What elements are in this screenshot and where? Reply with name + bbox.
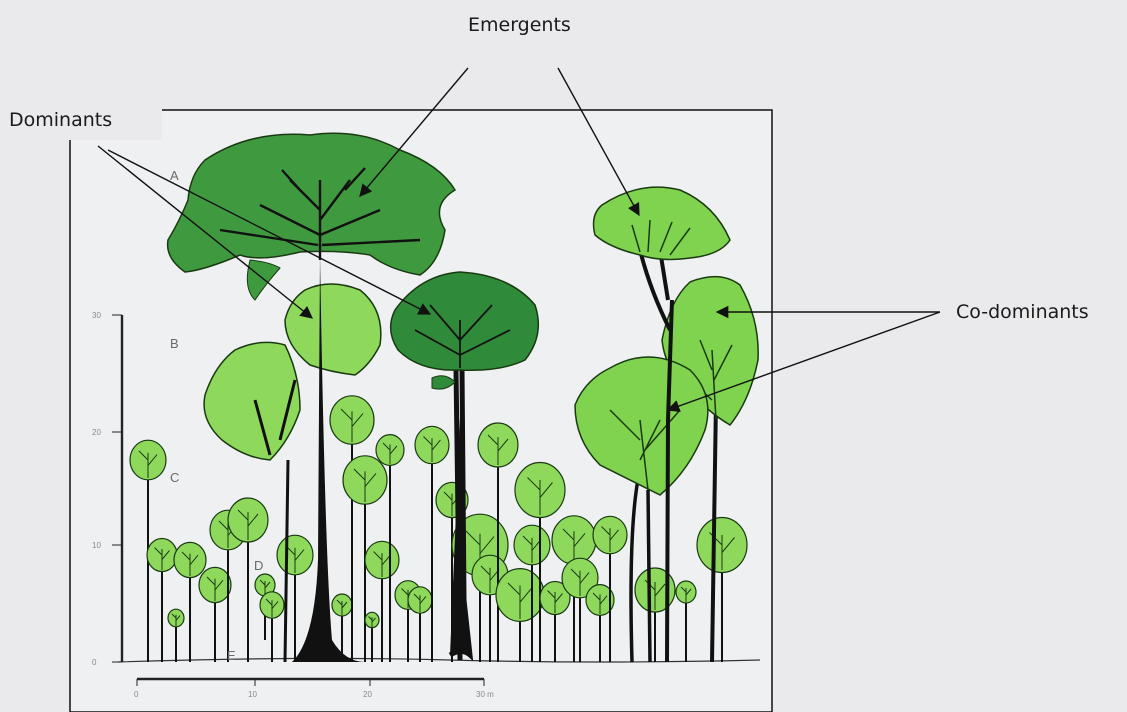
height-tick-10: 10 — [92, 541, 101, 550]
layer-label-c: C — [170, 470, 179, 485]
distance-tick-0: 0 — [134, 690, 139, 699]
distance-tick-30: 30 m — [476, 690, 494, 699]
layer-label-d: D — [254, 558, 263, 573]
layer-label-a: A — [170, 168, 179, 183]
dominants-label: Dominants — [9, 109, 112, 131]
height-tick-30: 30 — [92, 311, 101, 320]
height-tick-0: 0 — [92, 658, 97, 667]
layer-label-e: E — [227, 648, 236, 663]
co-dominants-label: Co-dominants — [956, 301, 1089, 323]
layer-label-b: B — [170, 336, 179, 351]
distance-tick-10: 10 — [248, 690, 257, 699]
height-tick-20: 20 — [92, 428, 101, 437]
emergents-label: Emergents — [468, 14, 571, 36]
distance-tick-20: 20 — [363, 690, 372, 699]
